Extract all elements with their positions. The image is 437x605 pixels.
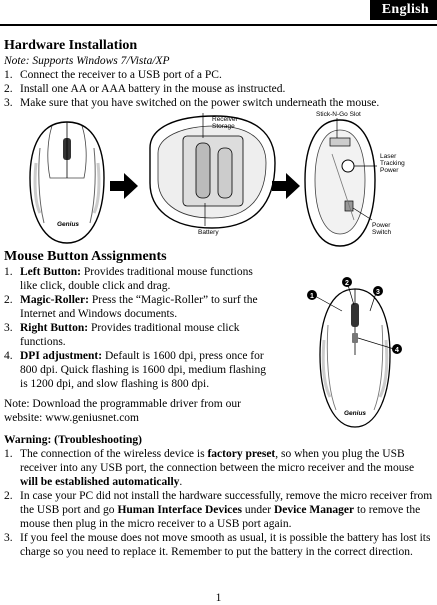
item-bold: factory preset	[207, 448, 276, 460]
callout-3: 3	[376, 289, 380, 296]
item-label: Right Button:	[20, 322, 89, 334]
item-number: 3.	[4, 322, 13, 334]
warning-item: 1. The connection of the wireless device …	[4, 447, 434, 489]
button-item: 1. Left Button: Provides traditional mous…	[4, 265, 270, 293]
install-steps: 1. Connect the receiver to a USB port of …	[4, 68, 434, 110]
install-step: 1. Connect the receiver to a USB port of …	[4, 68, 434, 82]
item-bold: will be established automatically	[20, 476, 180, 488]
button-item: 3. Right Button: Provides traditional mou…	[4, 321, 270, 349]
item-label: DPI adjustment:	[20, 350, 103, 362]
button-item: 4. DPI adjustment: Default is 1600 dpi, p…	[4, 349, 270, 391]
driver-note: Note: Download the programmable driver f…	[4, 398, 241, 424]
buttons-section: Mouse Button Assignments 1. Left Button: …	[4, 249, 270, 425]
item-bold: Device Manager	[273, 504, 355, 516]
header-rule	[0, 24, 437, 26]
step-number: 1.	[4, 69, 13, 81]
step-number: 3.	[4, 97, 13, 109]
item-label: Magic-Roller:	[20, 294, 89, 306]
step-number: 2.	[4, 83, 13, 95]
warning-item: 3. If you feel the mouse does not move sm…	[4, 531, 434, 559]
warning-list: 1. The connection of the wireless device …	[4, 447, 434, 559]
item-number: 1.	[4, 266, 13, 278]
item-label: Left Button:	[20, 266, 82, 278]
step-text: Install one AA or AAA battery in the mou…	[20, 83, 286, 95]
buttons-list: 1. Left Button: Provides traditional mous…	[4, 265, 270, 391]
install-section: Hardware Installation Note: Supports Win…	[4, 38, 434, 110]
item-text: If you feel the mouse does not move smoo…	[20, 532, 431, 558]
item-bold: Human Interface Devices	[117, 504, 242, 516]
item-text: , so when you plug the USB receiver into…	[20, 448, 415, 474]
arrow-icon	[272, 173, 300, 199]
warning-section: Warning: (Troubleshooting) 1. The connect…	[4, 433, 434, 559]
brand-text-2: Genius	[344, 410, 366, 417]
buttons-title: Mouse Button Assignments	[4, 249, 167, 264]
callout-1: 1	[310, 293, 314, 300]
install-step: 3. Make sure that you have switched on th…	[4, 96, 434, 110]
item-number: 2.	[4, 490, 13, 502]
battery-label: Battery	[198, 229, 219, 236]
item-text: In case your PC did not install the hard…	[20, 490, 433, 516]
step-text: Connect the receiver to a USB port of a …	[20, 69, 222, 81]
mouse-top-illustration: Genius	[29, 121, 105, 244]
arrow-icon	[110, 173, 138, 199]
brand-text-1: Genius	[57, 221, 79, 228]
item-text: Provides traditional mouse functions lik…	[20, 266, 253, 292]
warning-item: 2. In case your PC did not install the ha…	[4, 489, 434, 531]
stick-n-go-label: Stick-N-Go Slot	[316, 111, 361, 118]
item-text: Default is 1600 dpi, press once for 800 …	[20, 350, 266, 390]
callout-4: 4	[395, 347, 399, 354]
item-number: 1.	[4, 448, 13, 460]
item-text: The connection of the wireless device is	[20, 448, 208, 460]
item-number: 2.	[4, 294, 13, 306]
install-title: Hardware Installation	[4, 38, 138, 53]
language-header: English	[0, 0, 437, 26]
callout-2: 2	[345, 280, 349, 287]
item-text: Provides traditional mouse click functio…	[20, 322, 240, 348]
mouse-callout-figure: Genius 1 2 3 4	[307, 277, 402, 428]
language-tab[interactable]: English	[369, 0, 437, 20]
warning-title: Warning: (Troubleshooting)	[4, 434, 142, 446]
item-text: to remove the mouse then plug in the mic…	[20, 504, 421, 530]
item-text: .	[179, 476, 183, 488]
item-number: 4.	[4, 350, 13, 362]
install-step: 2. Install one AA or AAA battery in the m…	[4, 82, 434, 96]
item-number: 3.	[4, 532, 13, 544]
item-text: under	[242, 504, 274, 516]
page-number: 1	[215, 592, 222, 604]
item-text: Press the “Magic-Roller” to surf the Int…	[20, 294, 258, 320]
step-text: Make sure that you have switched on the …	[20, 97, 380, 109]
install-note: Note: Supports Windows 7/Vista/XP	[4, 55, 170, 67]
button-item: 2. Magic-Roller: Press the “Magic-Roller”…	[4, 293, 270, 321]
